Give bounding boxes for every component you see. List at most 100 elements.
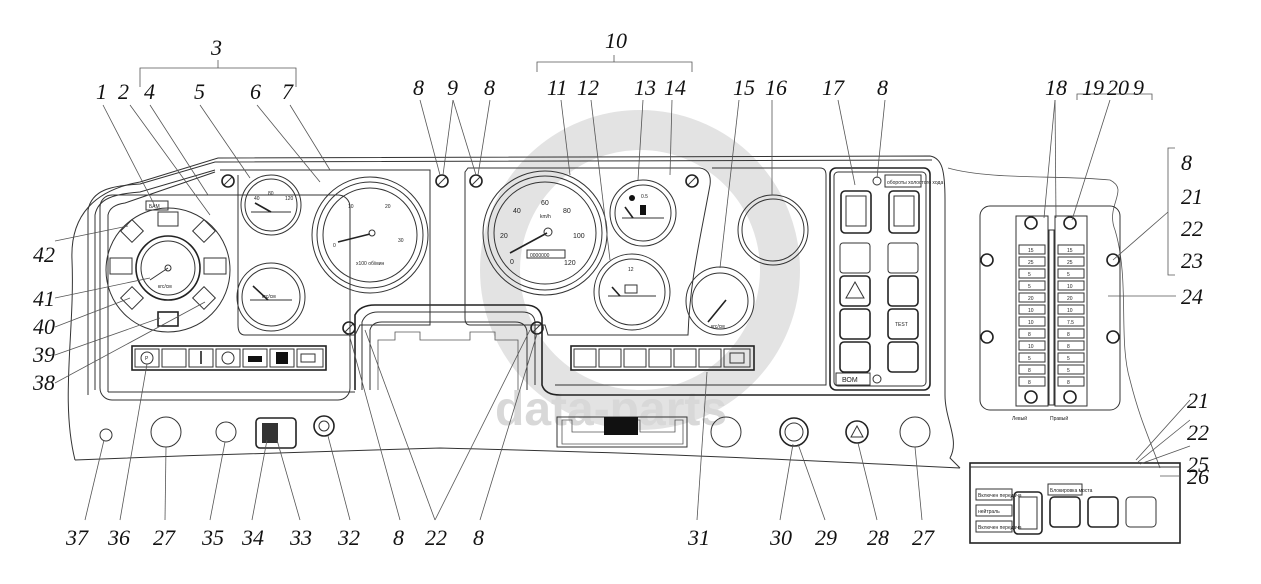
svg-text:27: 27	[153, 525, 176, 550]
svg-text:1: 1	[96, 79, 107, 104]
svg-text:14: 14	[664, 75, 686, 100]
svg-text:P: P	[145, 356, 149, 362]
svg-text:km/h: km/h	[540, 214, 551, 220]
tachometer: 0 10 20 30 x100 об/мин	[311, 176, 429, 294]
fuse-rating: 8	[1028, 368, 1031, 374]
svg-text:20: 20	[1107, 75, 1129, 100]
svg-text:34: 34	[241, 525, 264, 550]
svg-text:8: 8	[413, 75, 424, 100]
fuse	[1057, 304, 1085, 315]
svg-text:30: 30	[398, 238, 404, 244]
fuse-rating: 8	[1067, 380, 1070, 386]
fuse	[1018, 328, 1046, 339]
temperature-gauge: 40 80 120	[240, 174, 302, 236]
fuse-rating: 5	[1028, 356, 1031, 362]
screw-icon	[685, 174, 699, 188]
svg-text:0000000: 0000000	[530, 253, 550, 259]
fuse-rating: 25	[1028, 260, 1034, 266]
fuse	[1057, 376, 1085, 387]
svg-text:22: 22	[1187, 420, 1209, 445]
fuse	[1057, 352, 1085, 363]
svg-text:обороты холостого хода: обороты холостого хода	[887, 180, 943, 186]
svg-text:Включен передача: Включен передача	[978, 525, 1022, 531]
svg-text:22: 22	[1181, 216, 1203, 241]
svg-text:41: 41	[33, 286, 55, 311]
svg-text:28: 28	[867, 525, 889, 550]
oil-pressure-gauge: кгс/см	[236, 262, 306, 332]
svg-text:кгс/см: кгс/см	[262, 294, 276, 300]
svg-text:120: 120	[564, 260, 576, 267]
fuse	[1018, 316, 1046, 327]
svg-text:11: 11	[547, 75, 567, 100]
svg-text:12: 12	[577, 75, 599, 100]
leader-lines	[54, 55, 1191, 521]
fuse-rating: 8	[1067, 332, 1070, 338]
fuse	[1057, 340, 1085, 351]
fuse-rating: 5	[1067, 272, 1070, 278]
svg-text:80: 80	[268, 191, 274, 197]
fuse	[1057, 280, 1085, 291]
svg-text:39: 39	[32, 342, 55, 367]
svg-text:120: 120	[285, 196, 294, 202]
svg-text:35: 35	[201, 525, 224, 550]
svg-text:8: 8	[473, 525, 484, 550]
svg-text:30: 30	[769, 525, 792, 550]
fuse	[1018, 352, 1046, 363]
svg-text:10: 10	[348, 204, 354, 210]
combined-instrument-cluster: БАМ кгс/см	[105, 200, 231, 333]
fuse-rating: 15	[1028, 248, 1034, 254]
svg-text:33: 33	[289, 525, 312, 550]
svg-text:21: 21	[1181, 184, 1203, 209]
fuse-rating: 10	[1028, 344, 1034, 350]
svg-text:26: 26	[1187, 464, 1209, 489]
svg-text:29: 29	[815, 525, 837, 550]
fuse	[1057, 244, 1085, 255]
svg-text:0.5: 0.5	[641, 194, 648, 200]
svg-text:Включен передача: Включен передача	[978, 493, 1022, 499]
svg-text:19: 19	[1082, 75, 1104, 100]
svg-text:x100 об/мин: x100 об/мин	[356, 261, 384, 267]
svg-text:4: 4	[144, 79, 155, 104]
svg-text:3: 3	[210, 35, 222, 60]
svg-text:42: 42	[33, 242, 55, 267]
lower-dashboard-controls	[255, 415, 869, 449]
fuse-rating: 10	[1028, 320, 1034, 326]
fuse-rating: 20	[1028, 296, 1034, 302]
fuse-rating: 25	[1067, 260, 1073, 266]
svg-text:кгс/см: кгс/см	[158, 284, 172, 290]
svg-text:8: 8	[877, 75, 888, 100]
svg-text:40: 40	[254, 196, 260, 202]
fuse	[1018, 304, 1046, 315]
svg-text:22: 22	[425, 525, 447, 550]
fuse-rating: 10	[1028, 308, 1034, 314]
fuse	[1018, 268, 1046, 279]
svg-text:20: 20	[385, 204, 391, 210]
svg-text:ВОМ: ВОМ	[842, 377, 858, 384]
fuse-rating: 8	[1067, 344, 1070, 350]
screw-icon	[469, 174, 483, 188]
svg-text:6: 6	[250, 79, 261, 104]
fuse	[1057, 316, 1085, 327]
svg-text:Блокировка моста: Блокировка моста	[1050, 488, 1093, 494]
svg-text:кгс/см: кгс/см	[711, 324, 725, 330]
svg-text:20: 20	[500, 233, 508, 240]
svg-text:18: 18	[1045, 75, 1067, 100]
svg-text:5: 5	[194, 79, 205, 104]
svg-text:9: 9	[447, 75, 458, 100]
svg-text:40: 40	[33, 314, 55, 339]
screw-icon	[342, 321, 356, 335]
svg-text:8: 8	[1181, 150, 1192, 175]
screw-icon	[221, 174, 235, 188]
fuse	[1018, 340, 1046, 351]
fuse	[1018, 376, 1046, 387]
svg-text:23: 23	[1181, 248, 1203, 273]
blank-gauge-plug	[737, 194, 809, 266]
voltmeter: 12	[593, 253, 671, 331]
fuse-rating: 10	[1067, 308, 1073, 314]
svg-text:60: 60	[541, 200, 549, 207]
svg-text:TEST: TEST	[895, 322, 908, 328]
svg-text:12: 12	[628, 267, 634, 273]
svg-text:13: 13	[634, 75, 656, 100]
screws	[221, 174, 699, 335]
